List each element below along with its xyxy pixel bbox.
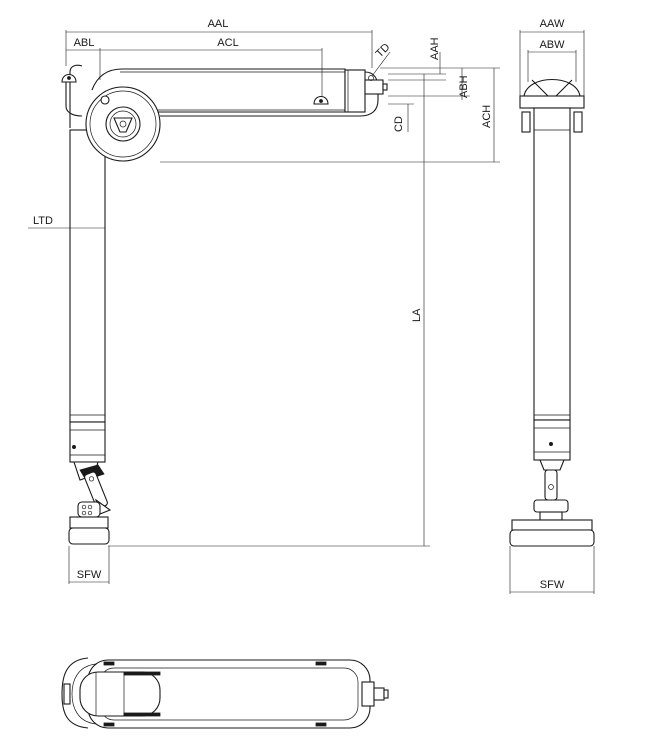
side-clamp-right bbox=[573, 111, 583, 133]
label-ach: ACH bbox=[481, 105, 493, 128]
side-swivel bbox=[544, 469, 558, 501]
side-housing-screw bbox=[549, 441, 554, 446]
pulley-center bbox=[119, 120, 127, 128]
knob-dot-4 bbox=[87, 510, 93, 516]
td-leader bbox=[371, 51, 391, 77]
arm-tube-outline bbox=[91, 68, 346, 113]
housing-screw bbox=[72, 444, 77, 449]
top-slot-left-top bbox=[103, 661, 115, 666]
label-la: LA bbox=[411, 308, 423, 322]
side-head-band bbox=[519, 95, 585, 109]
label-abw: ABW bbox=[539, 39, 565, 51]
label-ltd: LTD bbox=[33, 215, 53, 227]
side-foot-top bbox=[511, 519, 593, 531]
knob-dot-3 bbox=[81, 510, 87, 516]
label-aaw: AAW bbox=[540, 18, 565, 30]
top-pulley-bar-top bbox=[123, 671, 161, 676]
label-aah: AAH bbox=[429, 37, 441, 60]
side-foot-plate bbox=[509, 529, 595, 547]
side-column bbox=[533, 107, 571, 421]
swivel-arm-pin bbox=[88, 476, 95, 482]
label-cd: CD bbox=[393, 116, 405, 132]
arm-tip-connector bbox=[364, 79, 384, 95]
column-tube bbox=[69, 129, 106, 423]
foot-plate bbox=[68, 527, 110, 545]
top-pulley-bar-bottom bbox=[123, 712, 161, 717]
top-slot-top bbox=[315, 661, 327, 666]
top-left-cap bbox=[61, 657, 89, 729]
top-tip-connector bbox=[373, 687, 385, 701]
pulley-bolt bbox=[100, 95, 110, 105]
top-slot-bottom bbox=[315, 722, 327, 727]
side-knob-base bbox=[539, 511, 563, 521]
top-tip-pin bbox=[383, 689, 389, 699]
arm-bracket-right-bolt bbox=[319, 99, 323, 103]
pulley-hub-inner bbox=[109, 110, 137, 138]
arm-tip-pin bbox=[382, 83, 388, 91]
label-abh: ABH bbox=[458, 75, 470, 98]
dimension-labels: AAL ABL ACL TD AAH ABH CD ACH LTD LA SFW… bbox=[33, 18, 565, 591]
label-aal: AAL bbox=[208, 18, 229, 30]
arm-tip-bolt bbox=[368, 75, 374, 81]
side-neck bbox=[539, 459, 565, 471]
top-view bbox=[61, 657, 389, 729]
label-sfw-side: SFW bbox=[540, 579, 565, 591]
side-clamp-left bbox=[521, 111, 531, 133]
front-view bbox=[28, 30, 500, 584]
arm-left-loop bbox=[65, 80, 83, 117]
top-pulley-housing bbox=[79, 671, 161, 717]
knob-dot-2 bbox=[87, 504, 93, 510]
front-dimension-lines bbox=[28, 30, 500, 584]
top-left-bracket bbox=[63, 683, 71, 705]
label-td: TD bbox=[374, 41, 393, 60]
side-view bbox=[509, 30, 595, 594]
label-acl: ACL bbox=[217, 37, 238, 49]
pulley-wheel-rim bbox=[89, 90, 157, 158]
arm-bracket-left-bolt bbox=[67, 76, 71, 80]
side-head bbox=[523, 78, 581, 97]
label-sfw-front: SFW bbox=[77, 569, 102, 581]
knob-dot-1 bbox=[81, 504, 87, 510]
side-joint-housing bbox=[533, 419, 571, 461]
side-knob bbox=[533, 499, 569, 513]
side-dimension-lines bbox=[509, 30, 595, 594]
pulley-lock-icon bbox=[113, 117, 133, 133]
side-swivel-pin bbox=[548, 484, 554, 490]
top-left-cap-inner bbox=[71, 663, 97, 725]
lower-joint-housing bbox=[69, 421, 106, 463]
foot-plate-top bbox=[69, 516, 109, 529]
top-slot-left-bottom bbox=[103, 722, 115, 727]
label-abl: ABL bbox=[74, 37, 95, 49]
top-head bbox=[361, 681, 375, 707]
